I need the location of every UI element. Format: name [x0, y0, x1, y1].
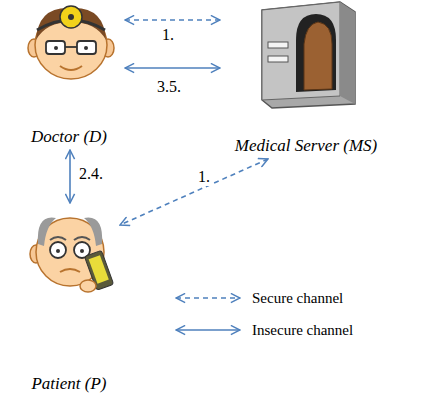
insecure-channel — [125, 67, 220, 69]
legend-row: Insecure channel — [172, 314, 353, 346]
server-icon — [262, 2, 355, 108]
secure-channel — [125, 19, 220, 21]
actor-label: Doctor (D) — [29, 126, 109, 148]
doctor-icon — [28, 6, 114, 79]
legend-line — [176, 329, 240, 331]
legend-sample — [172, 288, 244, 308]
legend-line — [176, 297, 240, 299]
step-number: 1. — [160, 26, 176, 44]
step-number: 1. — [196, 168, 212, 186]
legend-sample — [172, 320, 244, 340]
step-number: 3.5. — [155, 78, 183, 96]
legend-row: Secure channel — [172, 282, 353, 314]
actor-label: Medical Server (MS) — [233, 135, 380, 157]
actor-node: Patient (P) — [20, 205, 118, 395]
actor-node: Medical Server (MS) — [222, 0, 390, 157]
legend: Secure channelInsecure channel — [172, 282, 353, 346]
step-number: 2.4. — [77, 165, 105, 183]
patient-icon — [30, 218, 114, 292]
insecure-channel — [69, 150, 71, 203]
legend-text: Insecure channel — [252, 322, 353, 339]
actor-node: Doctor (D) — [15, 0, 123, 148]
actor-label: Patient (P) — [29, 373, 108, 395]
legend-text: Secure channel — [252, 290, 343, 307]
secure-channel — [120, 159, 268, 225]
